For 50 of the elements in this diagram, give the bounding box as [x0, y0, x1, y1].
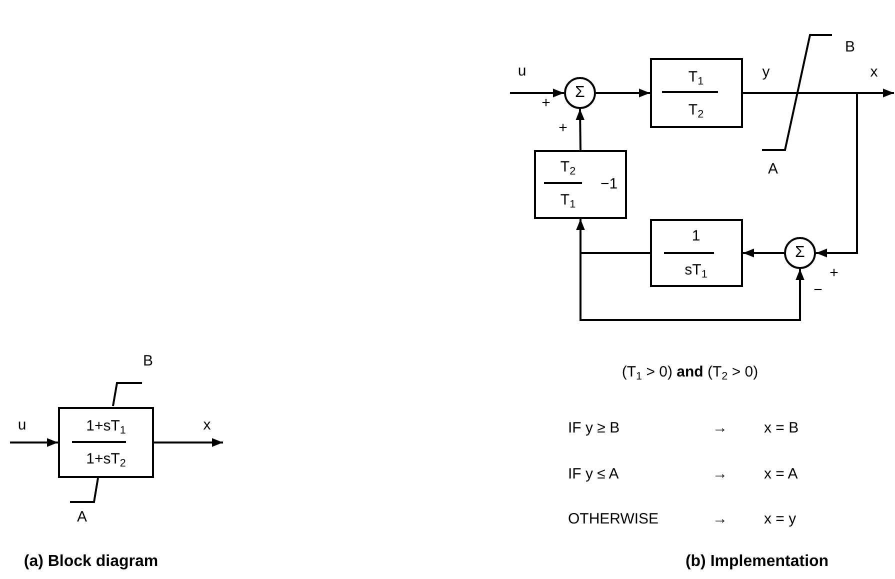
formula-term: T$_{2}$ — [688, 102, 704, 118]
arrow — [510, 88, 564, 98]
arrow — [743, 248, 784, 258]
rule-text: OTHERWISE — [568, 512, 659, 526]
transfer-function-box — [650, 219, 743, 287]
formula-term: −1 — [600, 176, 618, 192]
limit-label: B — [143, 354, 153, 368]
formula-term: T$_{2}$ — [560, 160, 576, 174]
formula-term: sT$_{1}$ — [684, 262, 708, 278]
formula-term: T$_{1}$ — [560, 192, 576, 208]
limit-label: A — [77, 510, 87, 524]
arrow — [154, 438, 223, 447]
limit-label: A — [768, 162, 778, 176]
limit-label: B — [845, 40, 855, 54]
formula-term: T$_{1}$ — [688, 70, 704, 84]
arrow — [576, 108, 585, 150]
summing-junction — [564, 77, 596, 109]
sign-label: + — [542, 96, 550, 110]
rule-text: IF y ≤ A — [568, 466, 619, 482]
sign-label: − — [814, 282, 822, 298]
summing-junction — [784, 237, 816, 269]
arrow-symbol: → — [712, 466, 728, 482]
rule-text: IF y ≥ B — [568, 420, 620, 436]
arrow — [743, 92, 858, 258]
formula-term: 1+sT$_{1}$ — [86, 418, 126, 434]
sign-label: + — [830, 266, 838, 280]
signal-label: x — [870, 64, 878, 80]
formula-term: 1+sT$_{2}$ — [86, 452, 126, 466]
arrow — [596, 88, 650, 98]
sign-label: + — [558, 120, 568, 136]
rule-text: x = y — [764, 512, 796, 526]
signal-label: u — [18, 418, 26, 432]
arrow — [580, 252, 804, 321]
transfer-function-box — [650, 58, 743, 128]
condition-text: (T$_{1}$ > 0) and (T$_{2}$ > 0) — [622, 364, 758, 380]
signal-label: y — [762, 64, 770, 80]
signal-label: x — [203, 418, 211, 432]
signal-label: u — [518, 64, 526, 78]
transfer-function-box — [58, 407, 154, 478]
caption: (a) Block diagram — [24, 554, 158, 570]
rule-text: x = A — [764, 466, 798, 482]
transfer-function-box — [534, 150, 627, 219]
arrow — [10, 438, 58, 447]
arrow-symbol: → — [712, 512, 728, 526]
sigma-symbol: Σ — [575, 85, 585, 101]
arrow-symbol: → — [712, 420, 728, 436]
rule-text: x = B — [764, 420, 799, 436]
sigma-symbol: Σ — [795, 245, 805, 261]
formula-term: 1 — [692, 228, 700, 244]
caption: (b) Implementation — [685, 554, 829, 570]
